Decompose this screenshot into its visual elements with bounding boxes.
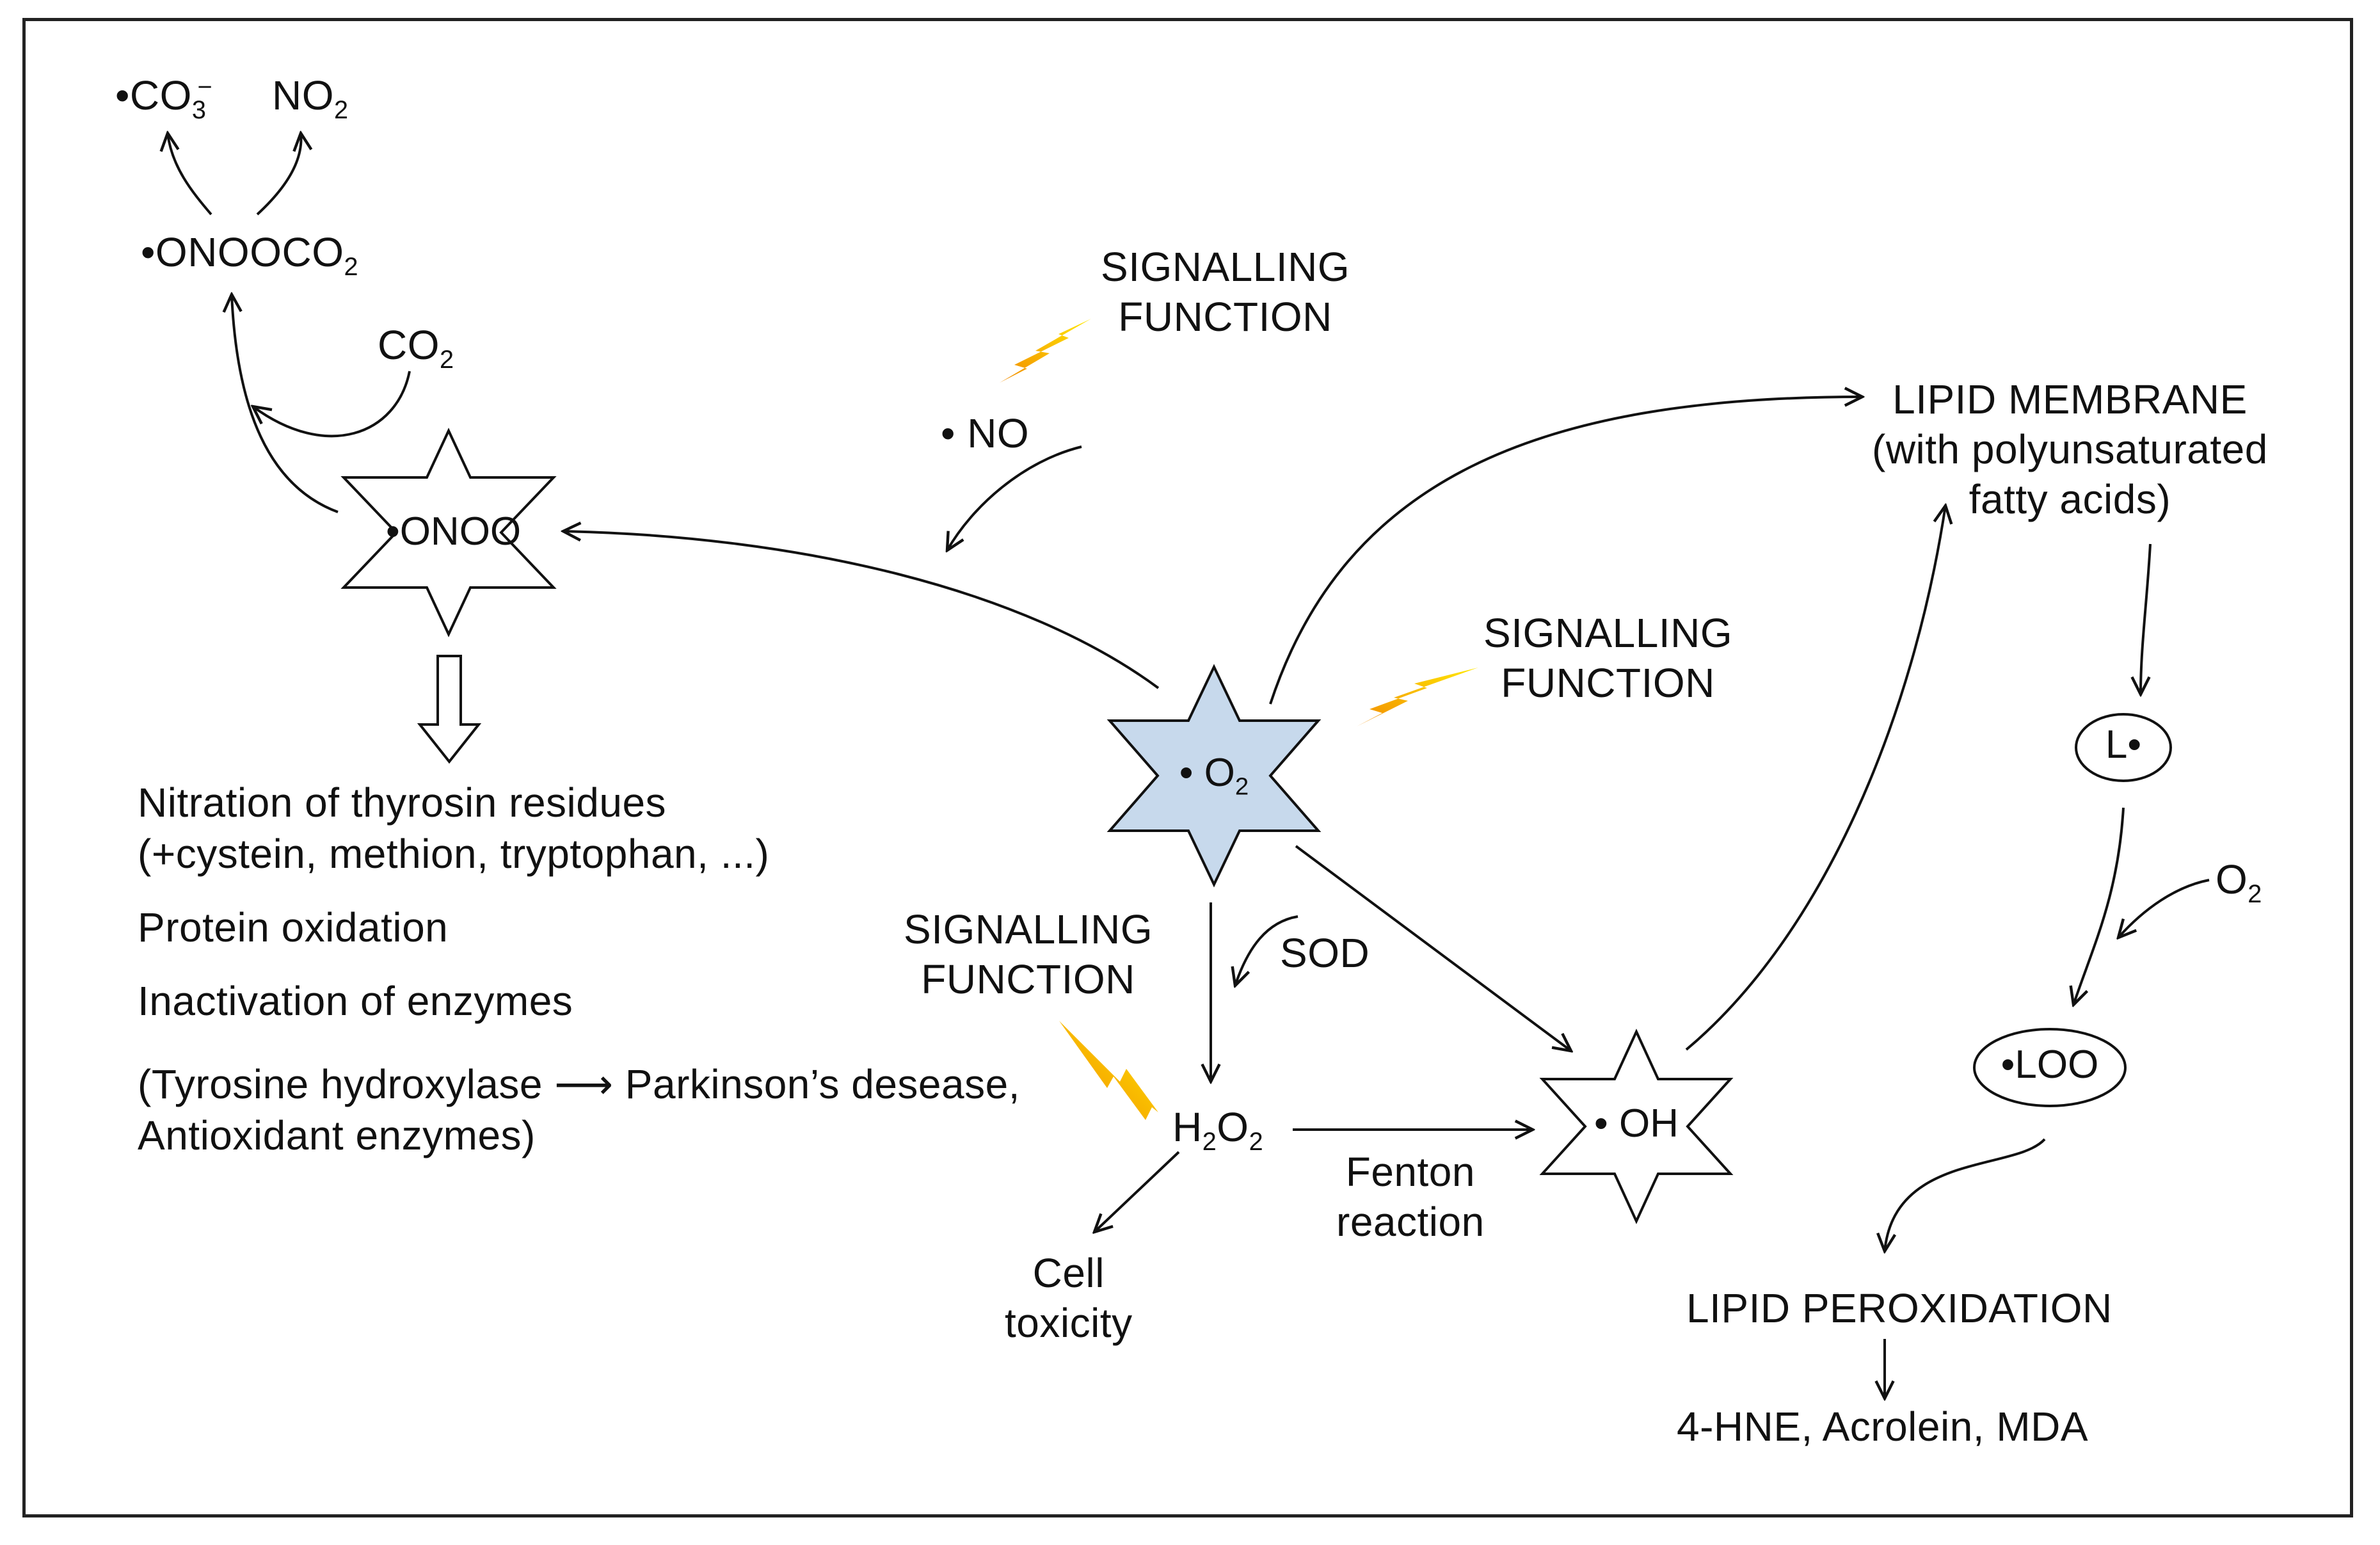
effects-antioxidant-enzymes: Antioxidant enzymes) bbox=[138, 1112, 536, 1158]
effects-residues: (+cystein, methion, tryptophan, ...) bbox=[138, 831, 770, 877]
arrow-to-no2 bbox=[256, 133, 301, 216]
effects-protein-oxidation: Protein oxidation bbox=[138, 904, 449, 950]
carbonate-radical-label: •CO3− bbox=[115, 72, 213, 124]
arrow-o2-to-lipid bbox=[1269, 397, 1862, 705]
arrow-no-to-onoo bbox=[947, 445, 1082, 550]
sod-label: SOD bbox=[1280, 930, 1370, 976]
lipid-radical-ellipse bbox=[2075, 713, 2172, 782]
nitrogen-dioxide-label: NO2 bbox=[272, 72, 349, 124]
lipid-peroxyl-label: •LOO bbox=[2001, 1043, 2099, 1087]
signalling-bolt-top bbox=[1000, 319, 1091, 383]
arrow-o2-to-onoo bbox=[563, 531, 1160, 689]
hydrogen-peroxide-label: H2O2 bbox=[1172, 1104, 1264, 1156]
arrow-loo-to-peroxidation bbox=[1885, 1138, 2046, 1251]
arrow-lipid-to-l bbox=[2141, 543, 2152, 694]
arrow-l-to-loo bbox=[2073, 807, 2125, 1005]
arrow-co2-join bbox=[253, 371, 411, 438]
signalling-bolt-left bbox=[1059, 1021, 1158, 1120]
co2-label: CO2 bbox=[378, 322, 454, 374]
arrow-sod bbox=[1235, 915, 1298, 986]
diagram-frame bbox=[22, 18, 2353, 1517]
peroxynitrite-label: •ONOO bbox=[386, 509, 522, 554]
onoo-star bbox=[340, 428, 557, 637]
superoxide-label: • O2 bbox=[1179, 751, 1249, 801]
hollow-down-arrow bbox=[417, 655, 482, 764]
effects-tyrosine-hydroxylase: (Tyrosine hydroxylase ⟶ Parkinson’s dese… bbox=[138, 1061, 1020, 1107]
arrow-onoo-to-onoococ2 bbox=[232, 294, 339, 513]
effects-enzyme-inactivation: Inactivation of enzymes bbox=[138, 978, 573, 1024]
hydroxyl-star bbox=[1539, 1029, 1734, 1224]
nitric-oxide-label: • NO bbox=[941, 410, 1030, 456]
lipid-peroxyl-ellipse bbox=[1973, 1028, 2127, 1107]
superoxide-star bbox=[1106, 664, 1322, 888]
oxygen-label: O2 bbox=[2216, 856, 2262, 908]
effects-nitration: Nitration of thyrosin residues bbox=[138, 780, 667, 826]
hydroxyl-label: • OH bbox=[1594, 1101, 1679, 1146]
peroxidation-products-label: 4-HNE, Acrolein, MDA bbox=[1677, 1404, 2089, 1450]
lipid-radical-label: L• bbox=[2105, 723, 2142, 767]
lipid-peroxidation-label: LIPID PEROXIDATION bbox=[1686, 1285, 2112, 1331]
signalling-bolt-mid bbox=[1357, 668, 1478, 726]
nitrosoperoxycarbonate-label: •ONOOCO2 bbox=[141, 229, 359, 281]
arrow-o2-to-oh bbox=[1295, 845, 1571, 1051]
arrow-h2o2-to-toxicity bbox=[1094, 1151, 1180, 1232]
arrow-oh-to-lipid bbox=[1685, 506, 1945, 1051]
arrow-to-co3 bbox=[168, 133, 212, 216]
arrow-o2-join bbox=[2118, 879, 2210, 938]
